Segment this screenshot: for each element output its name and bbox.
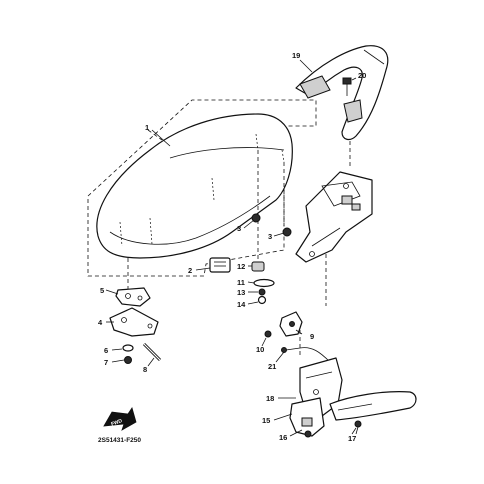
fwd-label: FWD [110,418,123,428]
callout-12: 12 [237,262,245,271]
callout-2: 2 [188,266,192,275]
callout-9: 9 [310,332,314,341]
leader-lines [105,59,357,437]
nut-7 [124,356,132,364]
seat [96,113,293,259]
callout-13: 13 [237,288,245,297]
callout-3b: 3 [268,232,272,241]
latch-9 [279,311,303,337]
key-15 [329,391,417,421]
bolt-10 [264,330,272,338]
callout-3a: 3 [237,224,241,233]
callout-6: 6 [104,346,108,355]
callout-21: 21 [268,362,276,371]
cable-21 [281,347,331,363]
callout-18: 18 [266,394,274,403]
callout-10: 10 [256,345,264,354]
callout-15: 15 [262,416,270,425]
diagram-code: 2S51431-F250 [98,437,141,444]
fwd-arrow-icon: FWD [103,407,137,431]
callout-5: 5 [100,286,104,295]
seat-catch [209,257,231,273]
hinge-bracket-4 [109,307,159,337]
callout-11: 11 [237,278,245,287]
pin-8 [142,342,162,362]
frame-bracket [295,171,373,263]
callout-7: 7 [104,358,108,367]
callout-8: 8 [143,365,147,374]
callout-14: 14 [237,300,246,309]
callout-20: 20 [358,71,366,80]
hinge-bracket-5 [115,287,151,307]
callout-19: 19 [292,51,300,60]
grab-bar [295,45,389,141]
bolt-20 [342,77,352,96]
callout-17: 17 [348,434,356,443]
lock-body-16 [289,397,325,438]
lock-stack [251,261,275,305]
callout-4: 4 [98,318,103,327]
washer-6 [122,344,134,352]
callout-labels: 1 2 3 3 4 5 6 7 8 9 10 11 12 13 14 15 16… [98,51,366,443]
bolt-17 [354,420,362,435]
nut-3-b [282,227,292,237]
callout-16: 16 [279,433,287,442]
callout-1: 1 [145,123,149,132]
